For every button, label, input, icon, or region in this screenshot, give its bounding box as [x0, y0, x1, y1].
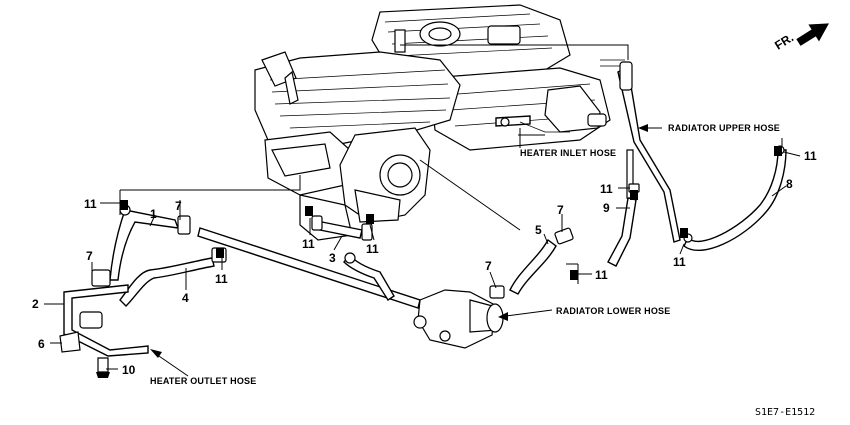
- part-number-11: 11: [595, 268, 608, 282]
- direction-marker: FR.: [772, 23, 829, 53]
- part-number-7: 7: [86, 249, 93, 263]
- engine-assembly: [254, 4, 628, 241]
- part-number-11: 11: [302, 237, 315, 251]
- part-number-6: 6: [38, 337, 45, 351]
- hose-5-assembly: [489, 227, 574, 299]
- part-number-7: 7: [485, 259, 492, 273]
- part-number-2: 2: [32, 297, 39, 311]
- part-number-1: 1: [150, 207, 157, 221]
- part-number-labels: 11 1 7 7 2 4 11 6 10 11 3 11 11 9 11 8 1…: [32, 149, 817, 377]
- radiator-lower-hose-assembly: [197, 227, 504, 349]
- callout-labels: HEATER INLET HOSE RADIATOR UPPER HOSE RA…: [150, 123, 780, 386]
- part-number-11: 11: [600, 182, 613, 196]
- part-number-4: 4: [182, 291, 189, 305]
- part-number-11: 11: [804, 149, 817, 163]
- diagram-code: S1E7-E1512: [755, 407, 815, 418]
- part-number-11: 11: [215, 272, 228, 286]
- part-number-3: 3: [329, 251, 336, 265]
- part-number-11: 11: [366, 242, 379, 256]
- forward-arrow-icon: [796, 23, 829, 46]
- heater-inlet-hose-label: HEATER INLET HOSE: [520, 148, 616, 158]
- part-number-10: 10: [122, 363, 136, 377]
- radiator-upper-hose-assembly: [617, 61, 787, 251]
- radiator-lower-hose-label: RADIATOR LOWER HOSE: [556, 306, 670, 316]
- part-number-11: 11: [84, 197, 97, 211]
- part-number-7: 7: [557, 203, 564, 217]
- part-number-9: 9: [603, 201, 610, 215]
- direction-label: FR.: [772, 30, 796, 52]
- heater-inlet-hose-assembly: [495, 115, 570, 133]
- heater-outlet-hose-label: HEATER OUTLET HOSE: [150, 376, 256, 386]
- hose-3-assembly: [311, 215, 373, 241]
- radiator-upper-hose-label: RADIATOR UPPER HOSE: [668, 123, 780, 133]
- clamp-markers: [120, 146, 782, 280]
- part-number-5: 5: [535, 223, 542, 237]
- part-number-8: 8: [786, 177, 793, 191]
- part-number-7: 7: [175, 199, 182, 213]
- part-number-11: 11: [673, 255, 686, 269]
- leader-lines: [44, 44, 801, 377]
